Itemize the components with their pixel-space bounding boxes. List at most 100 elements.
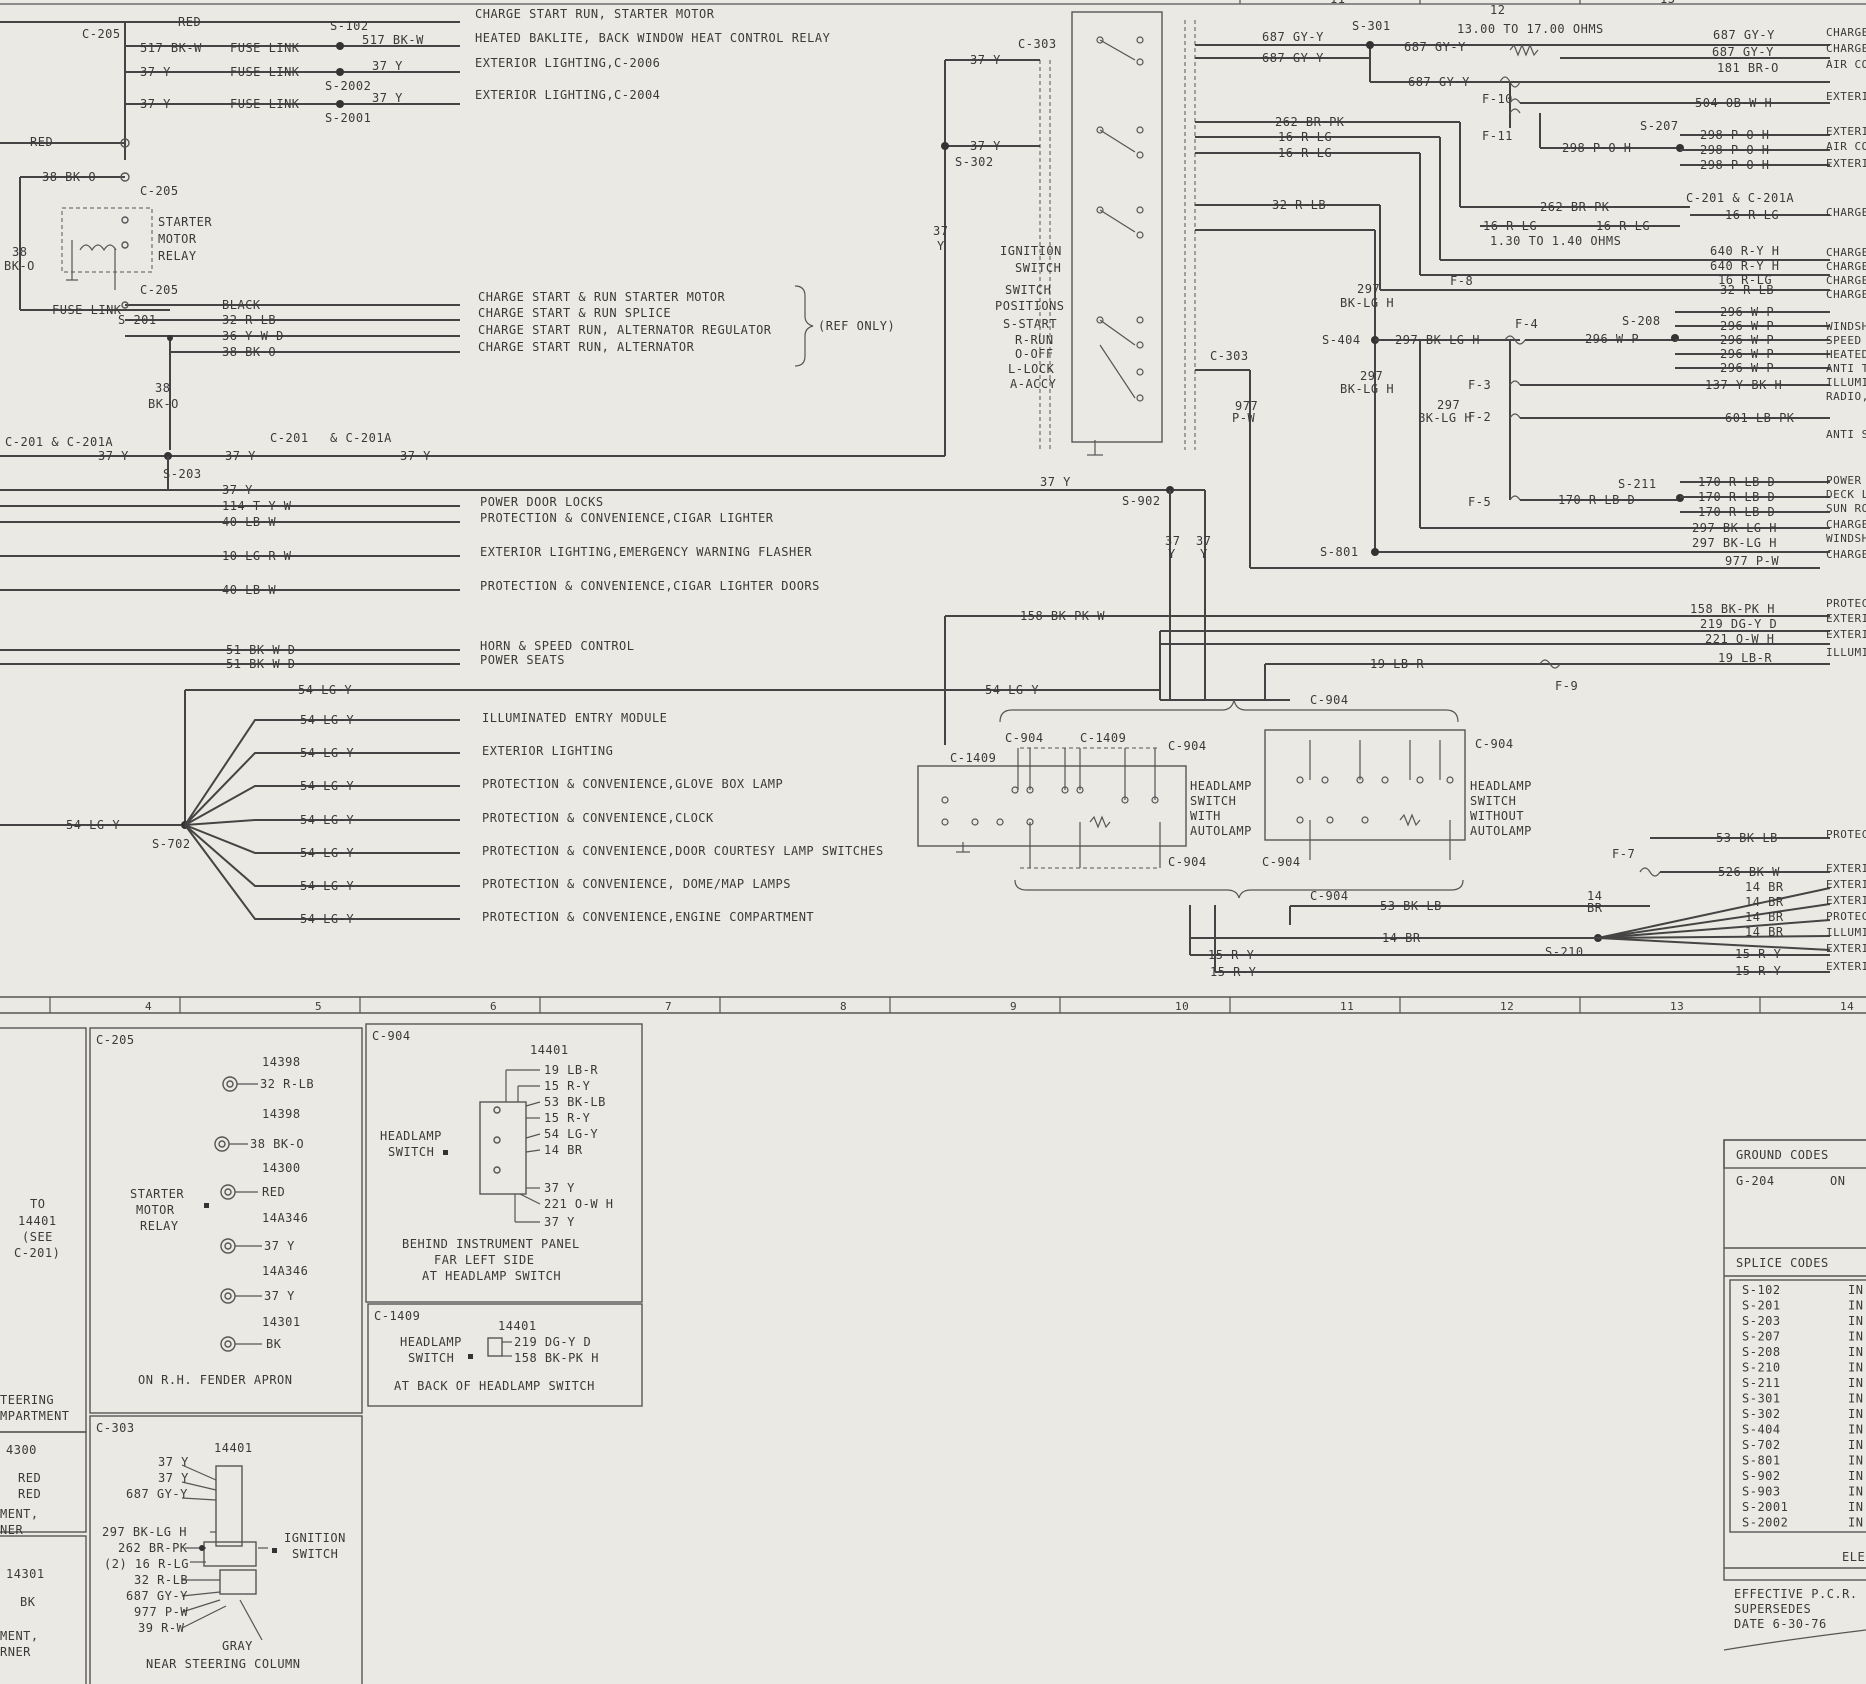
wire-label: 298 P-O H — [1700, 158, 1770, 172]
wire-label: 36 Y-W D — [222, 329, 284, 343]
wire-label: 687 GY-Y — [1404, 40, 1466, 54]
circuit-destination: POWER DOOR LOCKS — [480, 495, 604, 509]
ignition-switch: C-303 37 Y 37 Y S-302 37 Y IGNITION SWIT… — [933, 11, 1820, 569]
relay-label: STARTER — [158, 215, 212, 229]
splice-code: S-207 — [1742, 1330, 1781, 1344]
splice-label: S-404 — [1322, 333, 1361, 347]
splice-code: S-2002 — [1742, 1516, 1788, 1530]
wire-label: BK-LG H — [1418, 411, 1472, 425]
circuit-destination: EXTERI — [1826, 878, 1866, 891]
wire-label: 32 R-LB — [260, 1077, 314, 1091]
relay-label: RELAY — [158, 249, 197, 263]
wire-label: 296 W-P — [1720, 347, 1774, 361]
wire-label: 14 BR — [1745, 925, 1784, 939]
wire-label: BK-O — [148, 397, 179, 411]
wire-label: 37 Y — [225, 449, 256, 463]
wire-label: 640 R-Y H — [1710, 259, 1780, 273]
splice-label: S-203 — [163, 467, 202, 481]
splice-code: S-903 — [1742, 1485, 1781, 1499]
wire-label: 37 Y — [140, 97, 171, 111]
splice-code: S-902 — [1742, 1469, 1781, 1483]
wire-label: 37 Y — [372, 59, 403, 73]
circuit-destination: EXTERI — [1826, 862, 1866, 875]
wire-label: P-W — [1232, 411, 1255, 425]
switch-label: HEADLAMP — [1470, 779, 1532, 793]
wire-label: 32 R-LB — [222, 313, 276, 327]
splice-label: S-210 — [1545, 945, 1584, 959]
splice-label: S-207 — [1640, 119, 1679, 133]
panel-text: FAR LEFT SIDE — [434, 1253, 534, 1267]
fuse-label: F-3 — [1468, 378, 1491, 392]
panel-text: NEAR STEERING COLUMN — [146, 1657, 301, 1671]
switch-label: SWITCH — [1005, 283, 1051, 297]
grid-number: 14 — [1840, 1000, 1854, 1013]
circuit-destination: CHARGE START RUN, STARTER MOTOR — [475, 7, 715, 21]
splice-code: S-404 — [1742, 1423, 1781, 1437]
grid-number: 13 — [1670, 1000, 1684, 1013]
circuit-destination: PROTECTION & CONVENIENCE,DOOR COURTESY L… — [482, 844, 884, 858]
wire-label: 37 Y — [158, 1471, 189, 1485]
splice-label: S-201 — [118, 313, 157, 327]
grid-number: 12 — [1500, 1000, 1514, 1013]
wire-label: 54 LG-Y — [300, 879, 354, 893]
wire-label: 37 Y — [264, 1289, 295, 1303]
circuit-destination: PROTECTION & CONVENIENCE,CIGAR LIGHTER — [480, 511, 774, 525]
resistance-label: 13.00 TO 17.00 OHMS — [1457, 22, 1604, 36]
fuse-link-label: FUSE LINK — [230, 65, 300, 79]
grid-number: 4 — [145, 1000, 152, 1013]
switch-label: HEADLAMP — [1190, 779, 1252, 793]
circuit-destination: EXTERI — [1826, 628, 1866, 641]
circuit-destination: HEATED — [1826, 348, 1866, 361]
wire-label: 10 LG-R W — [222, 549, 292, 563]
relay-label: MOTOR — [158, 232, 197, 246]
codes-heading: SPLICE CODES — [1736, 1256, 1829, 1270]
circuit-destination: PROTECTION & CONVENIENCE,CLOCK — [482, 811, 714, 825]
wire-label: 54 LG-Y — [66, 818, 120, 832]
circuit-destination: CHARGE — [1826, 206, 1866, 219]
part-number: 14401 — [530, 1043, 569, 1057]
circuit-destination: ILLUMI — [1826, 926, 1866, 939]
codes-heading: GROUND CODES — [1736, 1148, 1829, 1162]
connector-label: C-904 — [1262, 855, 1301, 869]
ground-code: G-204 — [1736, 1174, 1775, 1188]
circuit-destination: SUN RO — [1826, 502, 1866, 515]
grid-number: 11 — [1340, 1000, 1354, 1013]
wire-label: 40 LB-W — [222, 515, 276, 529]
wire-label: Y — [1168, 547, 1176, 561]
circuit-destination: EXTERIO — [1826, 90, 1866, 103]
wire-label: 977 — [1235, 399, 1258, 413]
panel-text: MOTOR — [136, 1203, 175, 1217]
grid-number: 13 — [1660, 0, 1675, 6]
panel-text: RED — [18, 1471, 41, 1485]
wire-label: 14 BR — [1745, 895, 1784, 909]
switch-label: A-ACCY — [1010, 377, 1057, 391]
splice-label: S-301 — [1352, 19, 1391, 33]
wire-label: 37 Y — [264, 1239, 295, 1253]
circuit-destination: PROTEC — [1826, 910, 1866, 923]
circuit-destination: AIR CON — [1826, 140, 1866, 153]
panel-text: GRAY — [222, 1639, 253, 1653]
wire-label: 262 BR-PK — [118, 1541, 188, 1555]
wire-label: 38 — [12, 245, 27, 259]
circuit-destination: ANTI SI — [1826, 428, 1866, 441]
wire-label: 37 Y — [1040, 475, 1071, 489]
circuit-destination: CHARGE — [1826, 518, 1866, 531]
wire-label: 297 — [1437, 398, 1460, 412]
wire-label: 296 W-P — [1720, 333, 1774, 347]
wire-label: 16 R-LG — [1725, 208, 1779, 222]
resistance-label: 1.30 TO 1.40 OHMS — [1490, 234, 1621, 248]
part-number: 14A346 — [262, 1211, 308, 1225]
wire-label: 170 R-LB D — [1698, 505, 1775, 519]
wire-label: 297 BK-LG H — [1395, 333, 1480, 347]
splice-label: S-2002 — [325, 79, 371, 93]
wire-label: 32 R-LB — [134, 1573, 188, 1587]
circuit-destination: SPEED C — [1826, 334, 1866, 347]
connector-label: C-303 — [1018, 37, 1057, 51]
connector-label: C-205 — [82, 27, 121, 41]
wire-label: 221 O-W H — [544, 1197, 614, 1211]
wire-label: 54 LG-Y — [300, 912, 354, 926]
wire-label: BK-LG H — [1340, 296, 1394, 310]
splice-label: S-302 — [955, 155, 994, 169]
circuit-destination: EXTERIO — [1826, 157, 1866, 170]
splice-label: S-211 — [1618, 477, 1657, 491]
